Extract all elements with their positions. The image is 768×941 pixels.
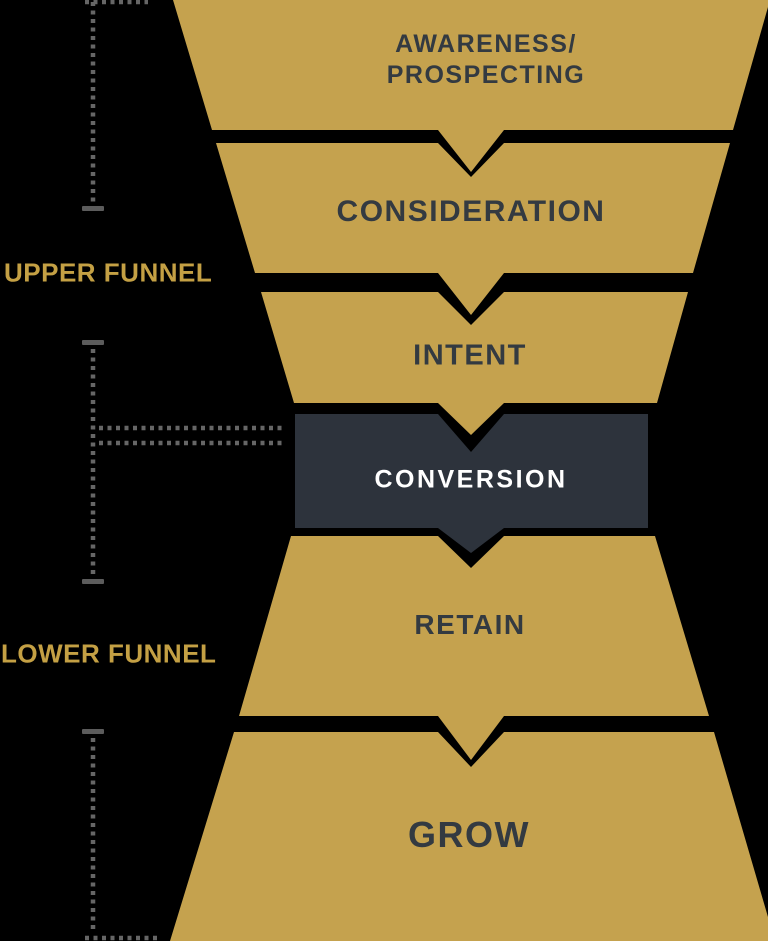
bracket-upper-funnel <box>82 0 148 211</box>
segment-label-grow: GROW <box>408 814 530 855</box>
segment-label-conversion: CONVERSION <box>374 465 568 494</box>
bracket-tick <box>82 579 104 584</box>
segment-conversion-shape <box>295 414 648 553</box>
upper-funnel-label: UPPER FUNNEL <box>4 257 213 288</box>
segment-consideration-shape <box>216 143 730 315</box>
segment-awareness-shape <box>173 0 768 172</box>
segment-retain-shape <box>239 536 709 760</box>
segment-label-consideration: CONSIDERATION <box>336 195 606 228</box>
segment-grow-shape <box>170 732 768 941</box>
awareness-line-1: AWARENESS/ <box>395 30 577 58</box>
bracket-tick <box>82 729 104 734</box>
lower-funnel-label: LOWER FUNNEL <box>1 638 217 669</box>
segment-label-awareness: AWARENESS/ PROSPECTING <box>387 29 585 91</box>
bracket-tick <box>82 340 104 345</box>
segment-label-retain: RETAIN <box>414 609 526 640</box>
segment-label-intent: INTENT <box>413 339 527 372</box>
awareness-line-2: PROSPECTING <box>386 61 586 89</box>
bracket-mid-funnel <box>82 340 285 584</box>
bracket-lower-funnel <box>82 729 158 941</box>
segment-intent-shape <box>261 292 688 435</box>
bracket-tick <box>82 206 104 211</box>
